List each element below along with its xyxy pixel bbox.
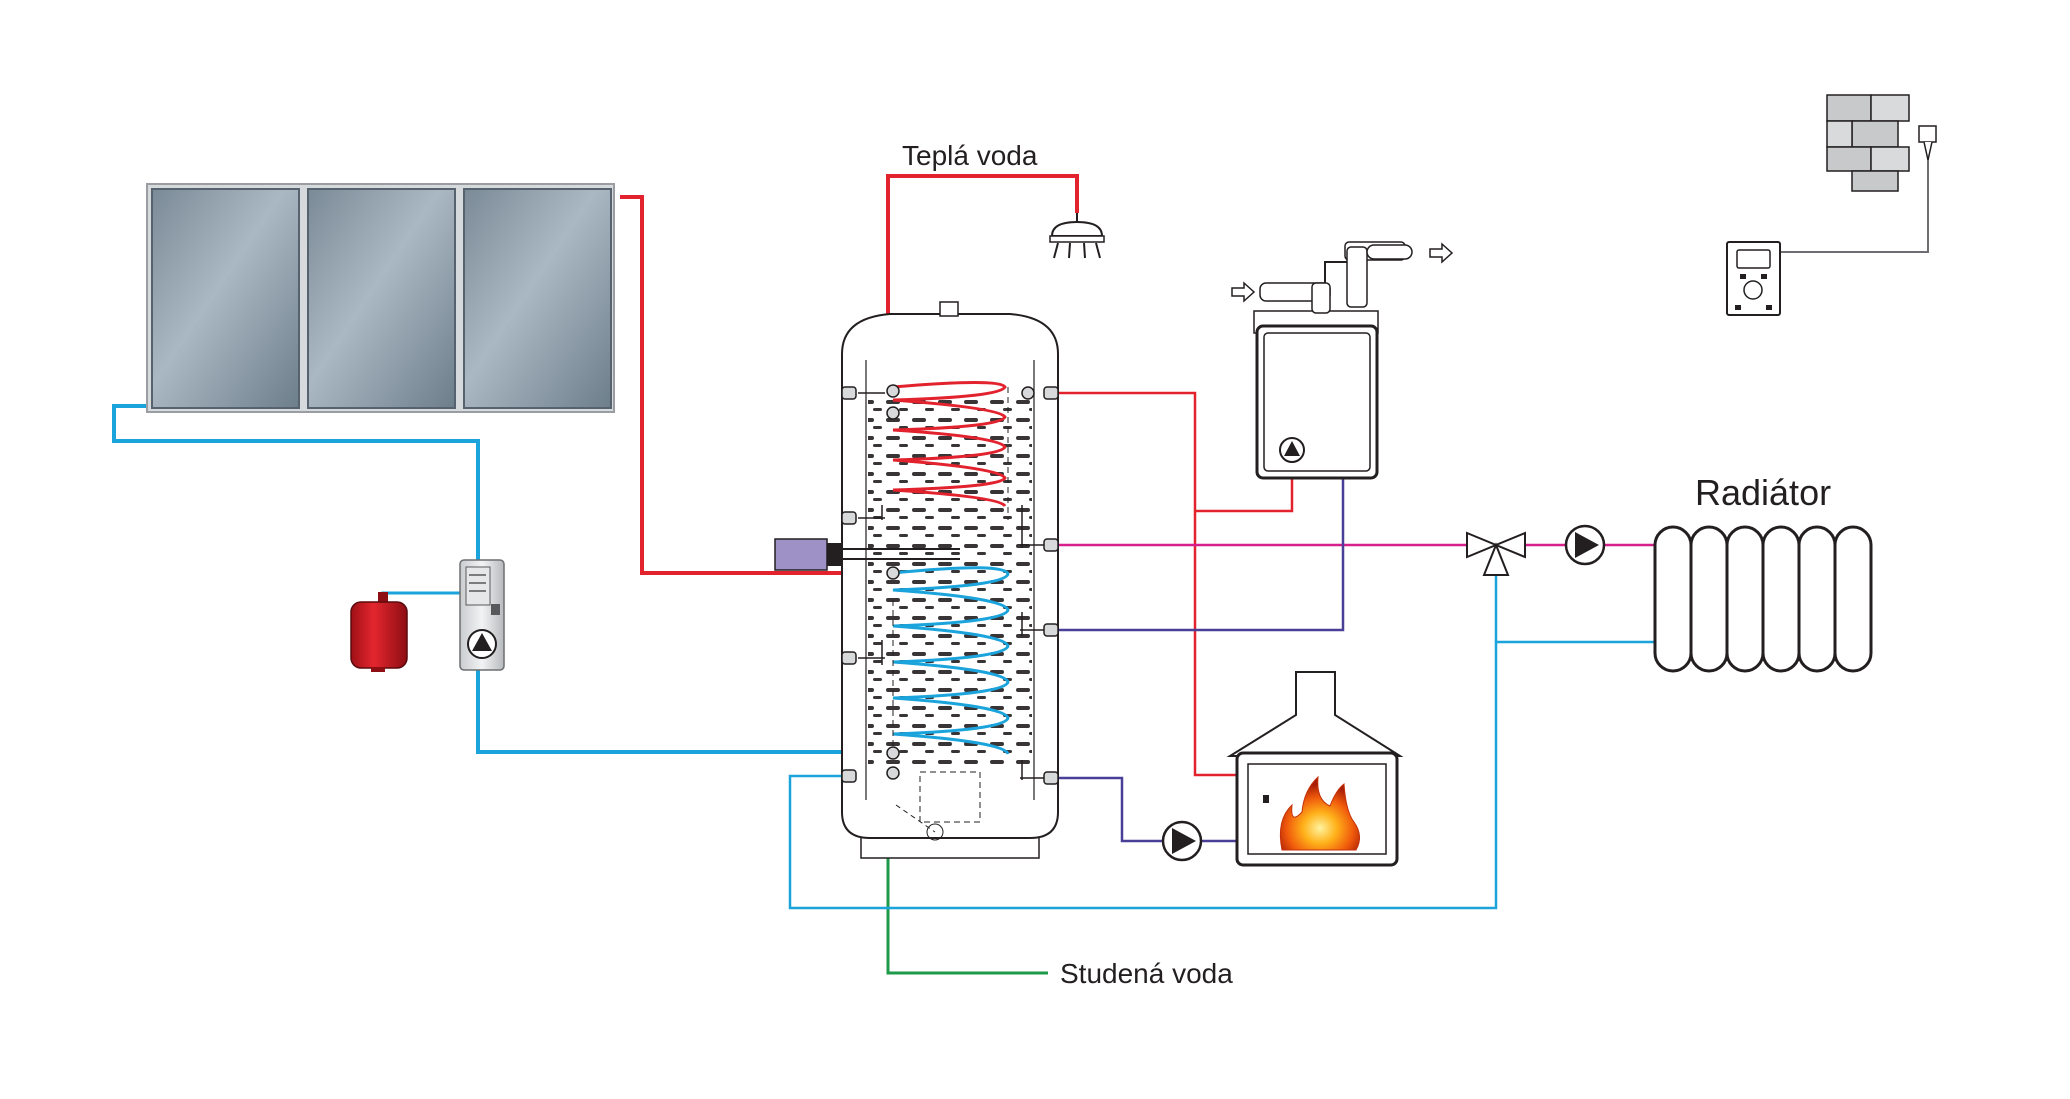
fireplace-pump xyxy=(1161,820,1203,862)
gas-boiler xyxy=(1231,241,1454,480)
solar-flow-pipe xyxy=(620,195,888,575)
solar-panel-2 xyxy=(307,188,456,409)
hot-water-label: Teplá voda xyxy=(902,140,1038,171)
fireplace xyxy=(1226,671,1404,867)
heating-pump xyxy=(1564,524,1606,566)
sensor-wire xyxy=(1780,146,1929,253)
solar-collectors xyxy=(146,183,615,413)
solar-pump-station xyxy=(459,559,505,671)
upper-heat-exchanger xyxy=(892,381,1007,508)
cold-water-label: Studená voda xyxy=(1060,958,1233,989)
solar-return-pipe-lower xyxy=(476,670,886,754)
boiler-link-pipe xyxy=(1195,475,1294,513)
hot-water-pipe xyxy=(886,174,1079,387)
boiler-flow-pipe xyxy=(1050,391,1237,777)
radiator-label: Radiátor xyxy=(1695,472,1831,513)
solar-panel-1 xyxy=(151,188,300,409)
air-in-arrow xyxy=(1231,281,1256,303)
three-way-valve xyxy=(1466,531,1526,576)
expansion-vessel xyxy=(350,592,408,672)
shower-head xyxy=(1049,213,1105,259)
radiator xyxy=(1653,525,1873,673)
electric-heater xyxy=(774,538,960,571)
solar-return-pipe xyxy=(112,404,480,600)
lower-heat-exchanger xyxy=(892,566,1010,755)
outdoor-sensor xyxy=(1918,125,1937,161)
fireplace-return-pipe xyxy=(1050,776,1162,843)
solar-panel-3 xyxy=(463,188,612,409)
fire-icon xyxy=(1279,775,1360,851)
exhaust-out-arrow xyxy=(1429,242,1454,264)
storage-tank xyxy=(841,301,1059,859)
outdoor-wall xyxy=(1826,94,1910,192)
boiler-return-pipe xyxy=(1050,478,1345,632)
room-thermostat xyxy=(1726,241,1781,316)
radiator-return-pipe xyxy=(788,640,1655,910)
tank-ports xyxy=(841,384,1059,785)
